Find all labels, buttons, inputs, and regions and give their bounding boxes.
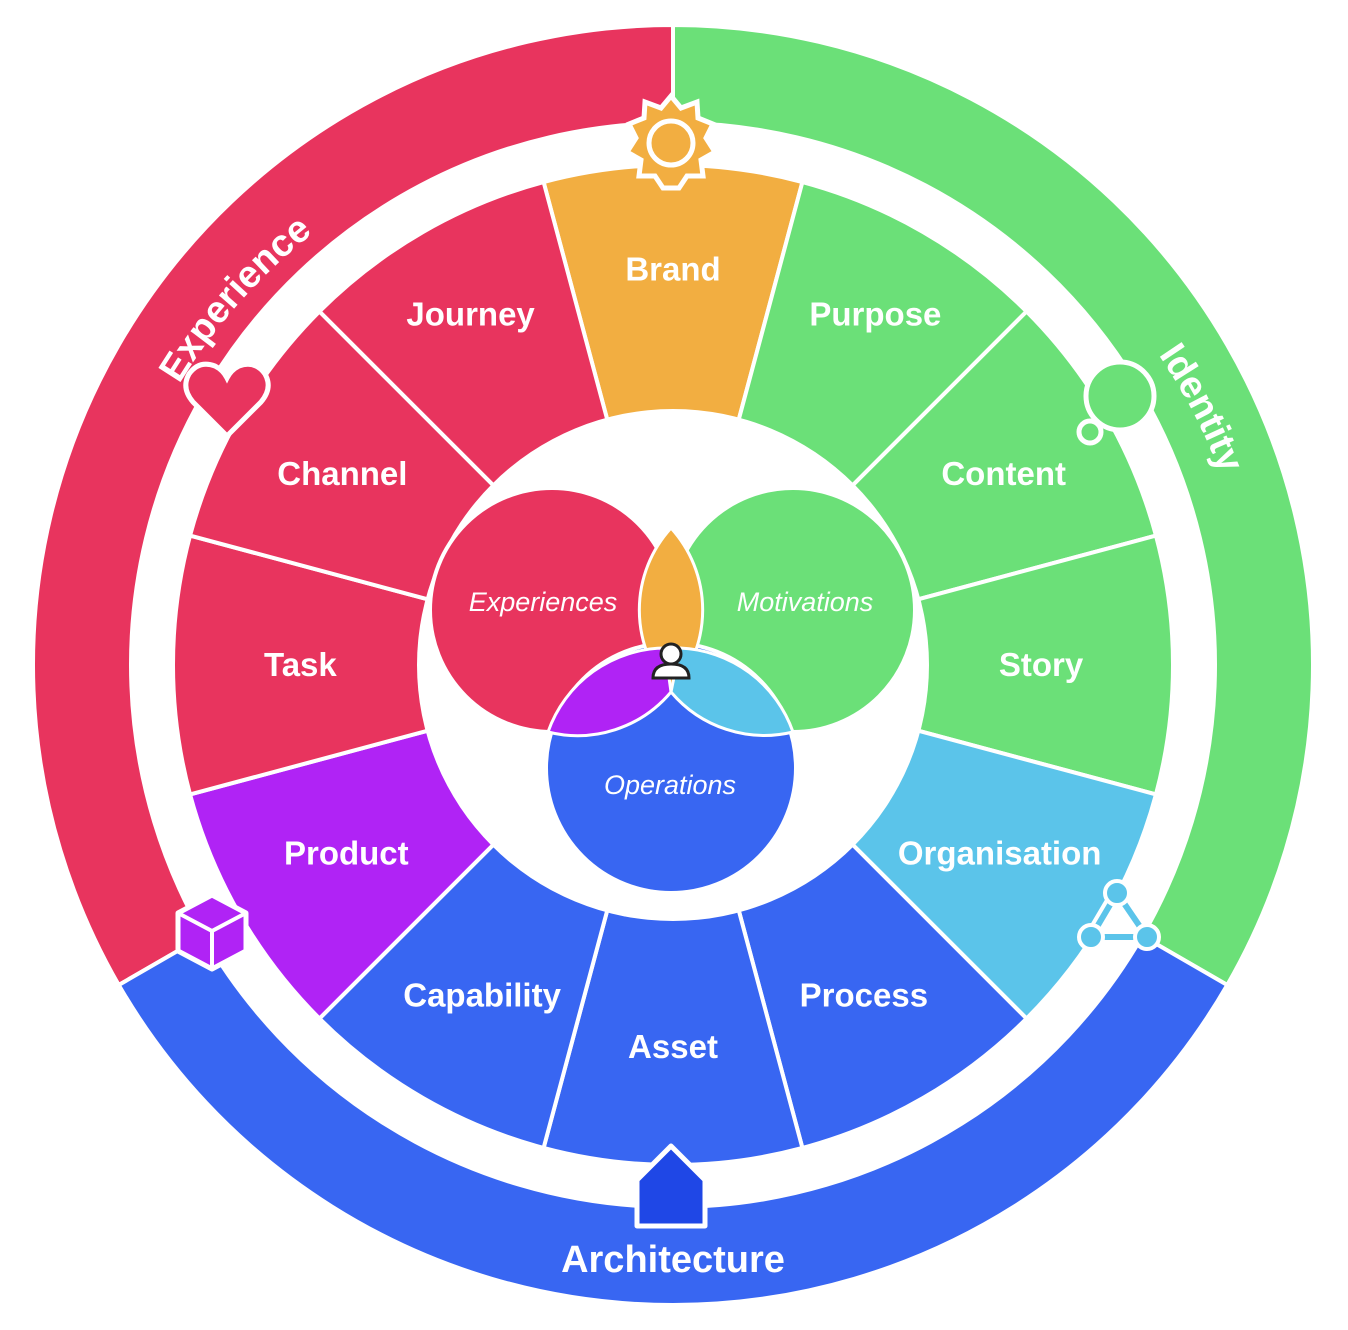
venn-label-operations: Operations [604,770,736,800]
outer-ring-label-architecture: Architecture [561,1239,785,1281]
heart-icon [183,361,271,440]
outer-ring: Experience Identity Architecture [31,22,1316,1308]
segment-label-organisation: Organisation [898,835,1102,872]
segment-label-product: Product [284,835,409,872]
segment-label-asset: Asset [628,1028,718,1065]
segment-label-content: Content [941,455,1066,492]
thought-bubble-icon [1076,359,1157,446]
venn-overlap-organisation [669,646,795,737]
outer-ring-identity [671,22,1316,988]
sun-icon [623,92,719,191]
segment-label-capability: Capability [403,977,561,1014]
segment-label-channel: Channel [277,455,407,492]
segment-wheel: BrandPurposeContentStoryOrganisationProc… [171,163,1175,1167]
segment-label-process: Process [800,977,928,1014]
venn-label-motivations: Motivations [737,587,874,617]
segment-label-journey: Journey [406,295,535,332]
segment-label-task: Task [264,646,337,683]
network-triangle-icon [1077,879,1161,951]
house-icon [634,1143,708,1229]
outer-ring-architecture [116,933,1230,1308]
person-icon [651,642,691,680]
segment-label-brand: Brand [625,250,720,287]
segment-label-purpose: Purpose [809,295,941,332]
outer-ring-experience [31,22,675,988]
venn-label-experiences: Experiences [469,587,618,617]
cube-icon [175,892,249,972]
segment-label-story: Story [999,646,1084,683]
venn-diagram: Experiences Motivations Operations [428,486,917,895]
